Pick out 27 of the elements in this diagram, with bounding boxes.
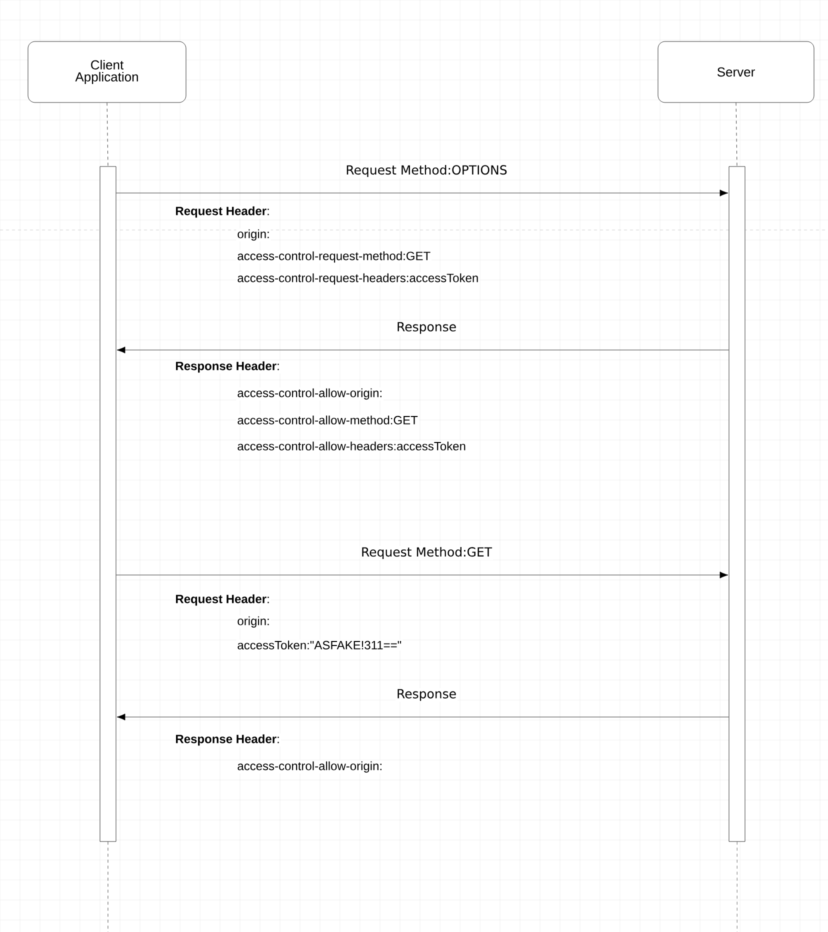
edge-label: Request Method:GET [360, 546, 494, 560]
edge-label: Response [396, 321, 458, 335]
edge-label: Request Method:OPTIONS [344, 164, 508, 178]
header-text: Request Header: [174, 205, 271, 219]
lifeline-box: Server [658, 41, 814, 103]
lifeline [736, 102, 738, 166]
activation-bar [728, 166, 746, 842]
header-text: access-control-request-method:GET [236, 250, 432, 264]
header-text: access-control-allow-origin: [236, 760, 384, 774]
message-arrow [116, 714, 729, 720]
header-text: origin: [236, 228, 271, 242]
message-arrow [116, 346, 729, 354]
activation-bar [100, 166, 116, 842]
lifeline-box: Client Application [28, 41, 186, 103]
message-arrow [116, 572, 728, 578]
edge-label: Response [396, 688, 458, 702]
header-text: origin: [236, 615, 271, 629]
header-text: Request Header: [174, 593, 271, 607]
header-text: access-control-request-headers:accessToken [236, 272, 480, 286]
header-text: Response Header: [174, 733, 281, 747]
header-text: access-control-allow-origin: [236, 387, 384, 401]
header-text: Response Header: [174, 360, 281, 374]
header-text: accessToken:"ASFAKE!311==" [236, 640, 403, 650]
header-text: access-control-allow-method:GET [236, 414, 419, 426]
message-arrow [116, 190, 728, 196]
header-text: access-control-allow-headers:accessToken [236, 440, 467, 452]
lifeline [106, 102, 108, 166]
